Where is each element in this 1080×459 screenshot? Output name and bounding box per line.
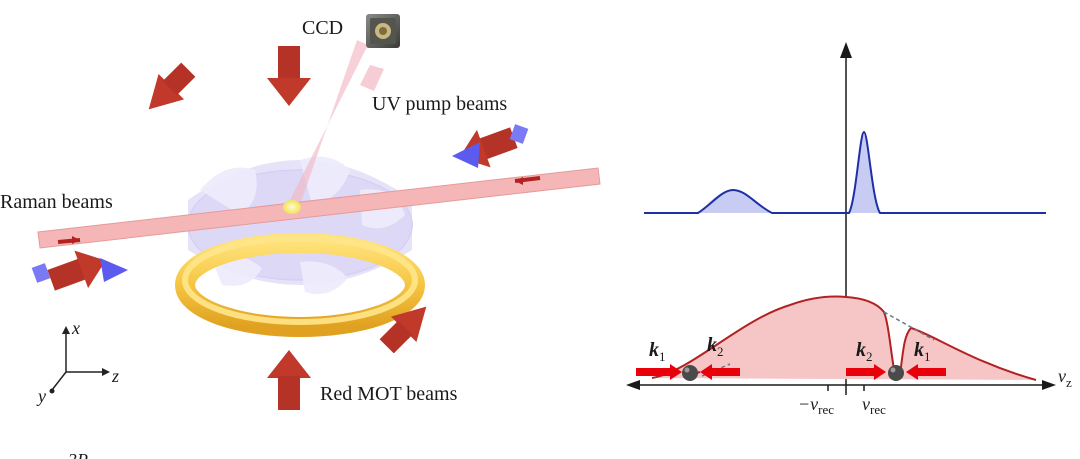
uv-arrow-right-icon	[452, 142, 480, 168]
uv-tail-left	[31, 263, 51, 283]
ccd-camera-icon	[366, 14, 400, 48]
dashed-envelope-right	[883, 311, 935, 341]
pos-vrec-label: vrec	[862, 394, 886, 417]
atom-right-icon	[888, 365, 904, 381]
k2-right-label: k2	[856, 339, 873, 364]
right-atom-group	[846, 364, 946, 381]
mot-arrow-left-icon	[47, 250, 106, 291]
neg-vrec-label: −vrec	[798, 394, 834, 417]
upper-distribution	[644, 130, 1046, 214]
coordinate-axes	[49, 326, 110, 394]
ccd-label: CCD	[302, 17, 343, 39]
mot-arrow-bottom-icon	[267, 350, 311, 410]
k1-right-label: k1	[914, 339, 931, 364]
mot-arrow-lower-right-icon	[379, 306, 427, 354]
mot-arrow-right-icon	[459, 127, 518, 168]
raman-label: Raman beams	[0, 191, 113, 213]
vertical-axis-arrow-icon	[840, 42, 852, 58]
vz-axis-left-arrow-icon	[626, 380, 640, 390]
atom-cloud	[283, 200, 301, 214]
uv-pump-label: UV pump beams	[372, 93, 507, 115]
k2-left-label: k2	[707, 334, 724, 359]
red-mot-label: Red MOT beams	[320, 383, 458, 405]
cut-label: 3P	[67, 450, 88, 459]
mot-arrow-upper-left-icon	[148, 62, 196, 110]
upper-curve	[644, 130, 1046, 214]
uv-lens	[360, 65, 384, 91]
uv-pump-beam	[290, 40, 368, 205]
experimental-setup: CCD UV pump beams Raman beams Red MOT be…	[0, 14, 601, 459]
mot-beam-arrows	[31, 46, 529, 410]
uv-tail-right	[509, 124, 529, 144]
uv-arrow-left-icon	[100, 258, 128, 282]
axis-x-label: x	[71, 318, 80, 338]
atom-left-icon	[682, 365, 698, 381]
raman-beam	[37, 167, 601, 249]
velocity-diagram: k1 k2 k2 k1 vz −vrec vrec	[626, 42, 1072, 417]
vz-label: vz	[1058, 366, 1072, 390]
left-atom-group	[636, 364, 740, 381]
axis-z-label: z	[111, 366, 119, 386]
axis-y-label: y	[36, 386, 46, 406]
mot-arrow-top-icon	[267, 46, 311, 106]
gold-ring	[175, 233, 425, 337]
k1-left-label: k1	[649, 339, 666, 364]
vz-axis-right-arrow-icon	[1042, 380, 1056, 390]
